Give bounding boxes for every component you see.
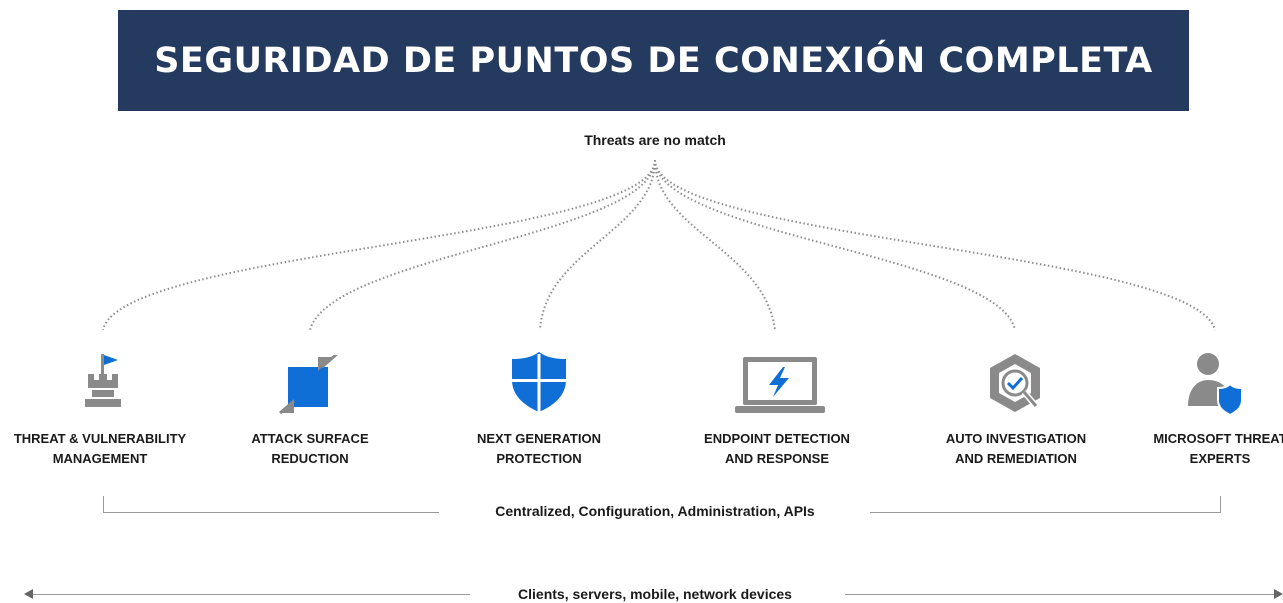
pillar-label-line2: REDUCTION bbox=[271, 451, 349, 466]
shield-icon bbox=[512, 352, 566, 412]
title-banner: SEGURIDAD DE PUNTOS DE CONEXIÓN COMPLETA bbox=[118, 10, 1189, 111]
connector-line bbox=[654, 159, 776, 331]
pillar-label-line1: THREAT & VULNERABILITY bbox=[13, 431, 187, 446]
pillar-label-line1: ENDPOINT DETECTION bbox=[704, 431, 850, 446]
bracket-right bbox=[870, 496, 1221, 513]
connector-line bbox=[309, 159, 656, 331]
castle-flag-icon bbox=[85, 354, 121, 407]
pillar-label-line1: NEXT GENERATION bbox=[477, 431, 601, 446]
pillar-next-generation: NEXT GENERATION PROTECTION bbox=[429, 429, 649, 469]
arrow-right-icon bbox=[1274, 589, 1283, 599]
bracket-left bbox=[103, 496, 439, 513]
connector-line bbox=[654, 159, 1016, 331]
pillar-threat-vulnerability: THREAT & VULNERABILITY MANAGEMENT bbox=[0, 429, 210, 469]
bottom-line-right bbox=[845, 594, 1274, 595]
pillar-label-line2: MANAGEMENT bbox=[52, 451, 148, 466]
threats-label: Threats are no match bbox=[584, 132, 726, 148]
centralized-label: Centralized, Configuration, Administrati… bbox=[495, 503, 815, 519]
pillar-microsoft-threat-experts: MICROSOFT THREAT EXPERTS bbox=[1110, 429, 1283, 469]
pillar-attack-surface: ATTACK SURFACE REDUCTION bbox=[200, 429, 420, 469]
person-shield-icon bbox=[1188, 353, 1243, 416]
page-title: SEGURIDAD DE PUNTOS DE CONEXIÓN COMPLETA bbox=[154, 40, 1153, 81]
connector-line bbox=[102, 159, 656, 331]
arrow-left-icon bbox=[24, 589, 33, 599]
pillar-label-line2: AND REMEDIATION bbox=[955, 451, 1077, 466]
connector-line bbox=[654, 159, 1216, 331]
pillar-label-line2: AND RESPONSE bbox=[724, 451, 830, 466]
pillar-auto-investigation: AUTO INVESTIGATION AND REMEDIATION bbox=[906, 429, 1126, 469]
attack-surface-arrows-icon bbox=[279, 355, 338, 415]
pillar-label-line1: AUTO INVESTIGATION bbox=[945, 431, 1087, 446]
pillar-label-line2: PROTECTION bbox=[496, 451, 582, 466]
hexagon-check-icon bbox=[990, 354, 1040, 412]
bottom-line-left bbox=[33, 594, 470, 595]
pillar-endpoint-detection: ENDPOINT DETECTION AND RESPONSE bbox=[667, 429, 887, 469]
connector-line bbox=[539, 159, 656, 331]
pillar-label-line1: MICROSOFT THREAT bbox=[1153, 431, 1283, 446]
pillar-label-line2: EXPERTS bbox=[1189, 451, 1251, 466]
pillar-label-line1: ATTACK SURFACE bbox=[251, 431, 369, 446]
clients-label: Clients, servers, mobile, network device… bbox=[518, 586, 792, 602]
laptop-lightning-icon bbox=[735, 357, 825, 413]
